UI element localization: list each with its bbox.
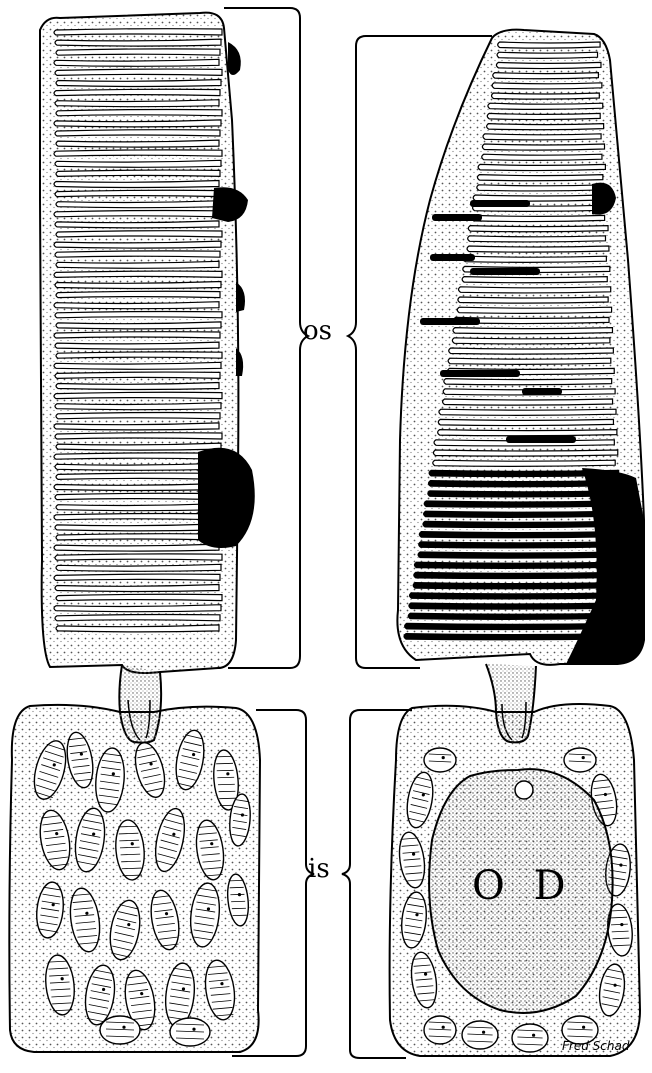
disk [54,150,222,156]
disk [410,593,624,599]
disk [482,144,604,150]
disk [498,42,600,48]
disk [452,338,610,344]
disk [467,246,609,252]
disk [55,433,222,439]
disk [54,513,222,519]
disk [54,210,220,216]
disk [413,583,620,589]
disk [468,226,608,232]
disk [497,52,597,58]
disk [54,332,220,338]
disk [487,113,600,119]
outer-segment-label: os [303,318,332,344]
disk [493,73,599,79]
mitochondrion [512,1024,548,1052]
disk [56,170,220,176]
oil-droplet-label: O D [472,866,574,906]
disk [54,89,220,95]
disk [468,236,606,242]
disk-shading [470,200,530,207]
disk [54,392,222,398]
disk [424,501,617,507]
mitochondrion [564,748,596,772]
disk-shading [420,318,480,325]
disk [54,574,220,580]
disk [472,215,605,221]
inner-segment-label: is [308,856,330,882]
disk [55,130,220,136]
disk [56,594,222,600]
disk-shading [506,436,576,443]
disk [459,287,611,293]
mitochondrion [462,1021,498,1049]
disk [56,49,220,55]
disk [56,352,222,358]
disk [487,124,604,130]
disk [56,473,222,479]
left-outer-segment [40,13,255,673]
disk [424,511,621,517]
disk [414,562,619,568]
disk [448,358,611,364]
disk [463,256,606,262]
disk [438,419,613,425]
disk [55,372,220,378]
disk-shading [432,214,482,221]
disk [492,83,602,89]
disk [56,231,222,237]
disk [462,277,607,283]
disk [419,532,621,538]
disk [56,534,220,540]
disk [55,614,220,620]
disk-shading [470,268,540,275]
disk [55,69,222,75]
disk [482,154,602,160]
disk [488,103,603,109]
disk [55,554,222,560]
mitochondrion [424,748,456,772]
disk [449,348,614,354]
left-inner-segment [9,705,260,1052]
disk [433,460,615,466]
disk [478,164,605,170]
disk [458,297,608,303]
disk [56,412,220,418]
disk [56,291,220,297]
disk [419,542,619,548]
mitochondrion [170,1018,210,1046]
mitochondrion [424,1016,456,1044]
disk [496,62,601,68]
disk [55,311,222,317]
disk [414,572,623,578]
disk [433,450,617,456]
disk [477,175,602,181]
disk [483,134,601,140]
disk [492,93,600,99]
disk [443,399,613,405]
right-outer-segment [397,30,644,665]
disk [423,521,618,527]
disk [438,430,617,436]
disk [55,251,220,257]
disk [55,493,220,499]
disk-shading [440,370,520,377]
mitochondrion [100,1016,140,1044]
disk [444,379,612,385]
disk [477,185,606,191]
disk-shading [430,254,475,261]
disk [453,328,612,334]
disk [54,271,222,277]
disk [56,109,222,115]
disk-shading [522,388,562,395]
disk [55,190,222,196]
disk [418,552,622,558]
artist-signature: Fred Schad [562,1040,629,1052]
disk [409,603,621,609]
disk [54,453,220,459]
disk [457,307,611,313]
disk [54,29,222,35]
disk [439,409,616,415]
